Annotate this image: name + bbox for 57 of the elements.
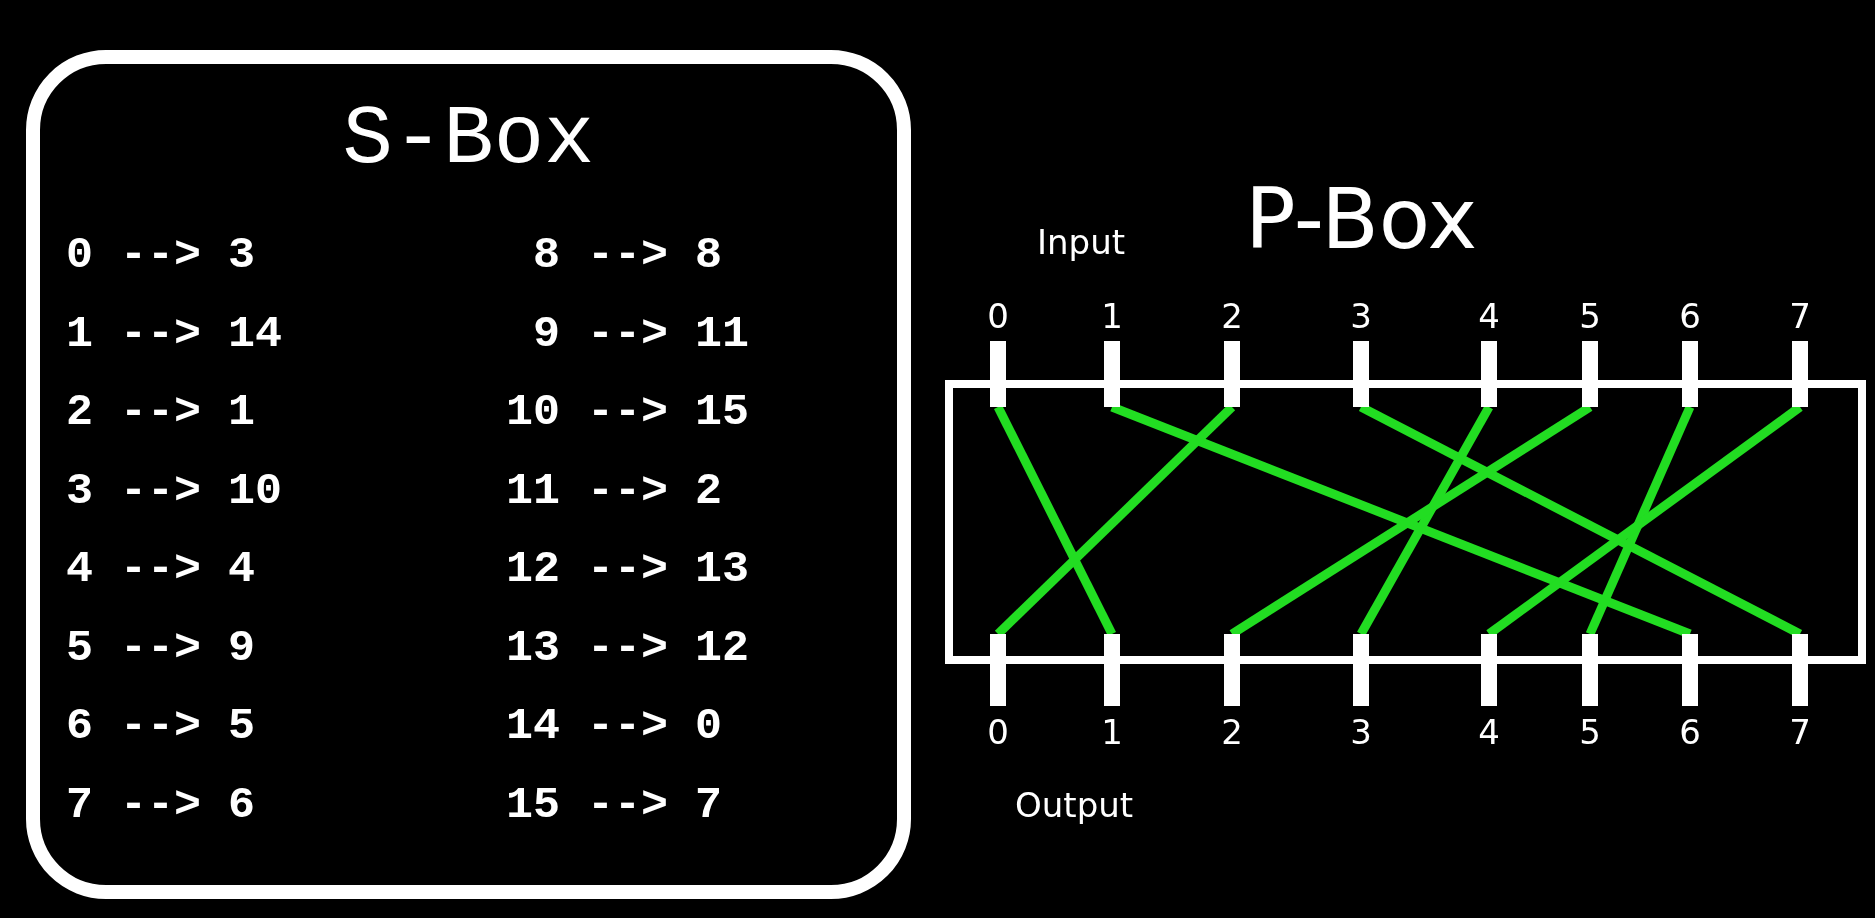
pin-number: 3 [1349,712,1373,752]
table-entry: 9 --> 11 [533,307,750,362]
table-entry: 10 --> 15 [506,386,750,440]
pin-number: 2 [1220,296,1244,336]
table-entry: 1 --> 14 [66,307,283,362]
pin-number: 7 [1788,296,1812,336]
pin [1682,341,1698,407]
wire [1357,404,1493,637]
pin-number: 6 [1678,712,1702,752]
pin [1104,634,1120,706]
pin-number: 0 [986,296,1010,336]
table-entry: 3 --> 10 [66,464,283,519]
pin [1481,341,1497,407]
wire [1585,405,1695,636]
pin [1792,634,1808,706]
pin [1353,634,1369,706]
heading: P-Box [1245,170,1478,268]
pin-number: 4 [1477,296,1501,336]
pin-number: 1 [1100,712,1124,752]
table-entry: 15 --> 7 [506,778,723,833]
pin-number: 5 [1578,712,1602,752]
pin-number: 1 [1100,296,1124,336]
pin [1224,634,1240,706]
pin-number: 3 [1349,296,1373,336]
output-label: Output [1015,785,1134,825]
pin [1481,634,1497,706]
pin [1582,634,1598,706]
table-entry: 0 --> 3 [66,229,256,283]
table-entry: 2 --> 1 [66,386,256,440]
pin [1582,341,1598,407]
table-entry: 5 --> 9 [66,621,256,676]
pin [990,341,1006,407]
table-entry: 7 --> 6 [66,778,256,833]
pin-number: 0 [986,712,1010,752]
pin-number: 2 [1220,712,1244,752]
pin-number: 4 [1477,712,1501,752]
pin [1353,341,1369,407]
pin [1792,341,1808,407]
table-entry: 8 --> 8 [533,229,723,283]
pin [1104,341,1120,407]
pin-number: 6 [1678,296,1702,336]
pin [1224,341,1240,407]
rounded-panel [26,50,911,899]
table-entry: 11 --> 2 [506,464,723,519]
input-label: Input [1037,222,1126,262]
panel-title: S-Box [341,92,596,187]
pin [1682,634,1698,706]
wire [993,405,1117,636]
table-entry: 4 --> 4 [66,543,256,597]
pin-number: 7 [1788,712,1812,752]
pin-number: 5 [1578,296,1602,336]
wire [1358,403,1803,638]
table-entry: 13 --> 12 [506,621,750,676]
table-entry: 14 --> 0 [506,700,723,754]
table-entry: 12 --> 13 [506,543,750,597]
table-entry: 6 --> 5 [66,700,256,754]
pin [990,634,1006,706]
